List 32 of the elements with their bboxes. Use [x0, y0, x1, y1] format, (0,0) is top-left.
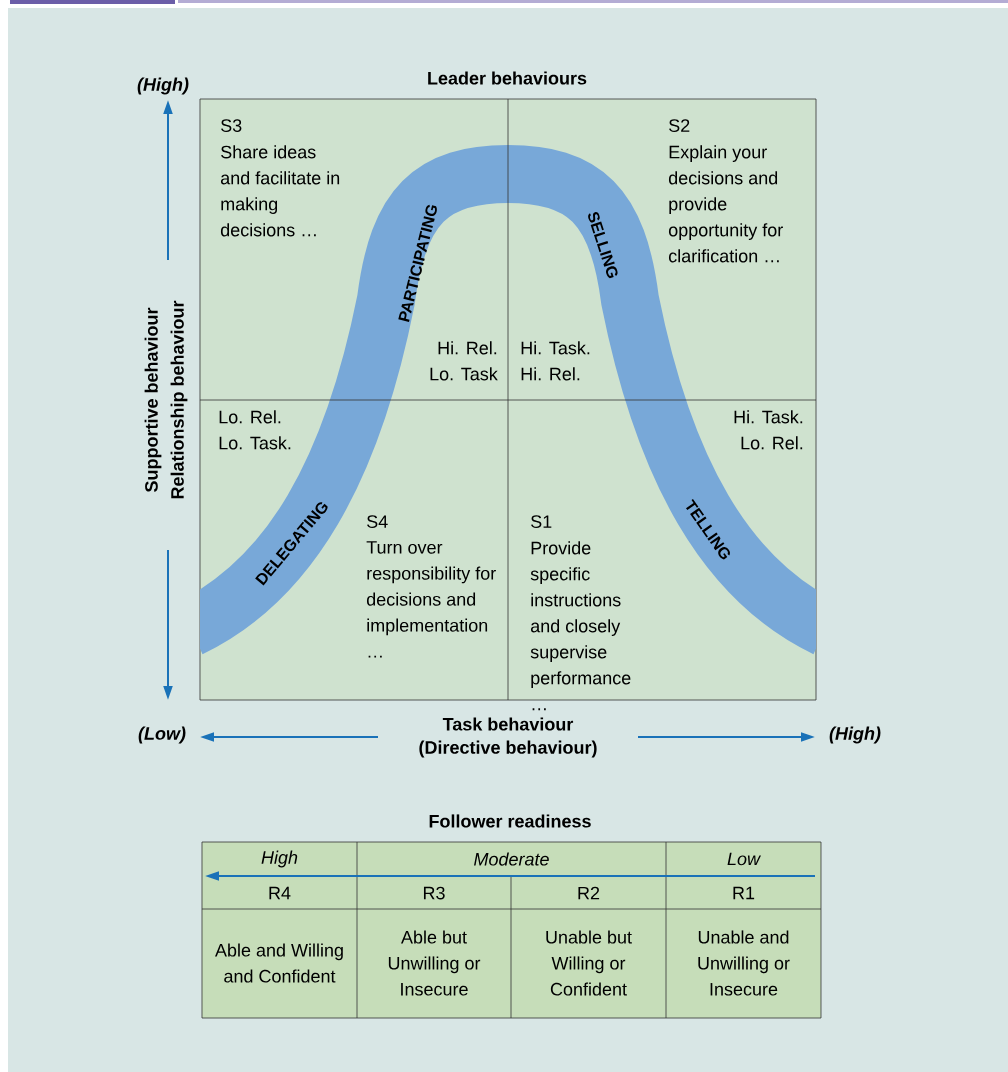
- table-cell: Able but Unwilling or Insecure: [388, 930, 481, 996]
- axis-title: Relationship behaviour: [170, 300, 188, 499]
- table-title: Follower readiness: [429, 814, 591, 828]
- table-cell: R1: [733, 886, 755, 900]
- axis-end-label: (High): [829, 726, 881, 744]
- table-cell: R3: [423, 886, 445, 900]
- style-code: S2: [669, 119, 690, 132]
- table-cell: Unable and Unwilling or Insecure: [698, 930, 790, 996]
- table-cell: R2: [578, 886, 600, 900]
- axis-end-label: (High): [137, 77, 189, 95]
- quadrant-label: Hi. Rel. Lo. Task: [430, 341, 498, 381]
- quadrant-label: Lo. Rel. Lo. Task.: [219, 410, 291, 450]
- axis-end-label: (Low): [138, 726, 186, 744]
- chart-title: Leader behaviours: [428, 71, 587, 85]
- axis-title: (Directive behaviour): [419, 740, 597, 758]
- table-cell: Low: [727, 852, 761, 866]
- style-description: Provide specific instructions and closely supervise performance …: [530, 541, 631, 711]
- style-code: S3: [221, 119, 242, 132]
- style-code: S4: [367, 515, 388, 528]
- table-cell: R4: [269, 886, 291, 900]
- quadrant-label: Hi. Task. Lo. Rel.: [734, 410, 803, 450]
- style-description: Share ideas and facilitate in making decisions …: [220, 145, 340, 237]
- style-code: S1: [531, 515, 552, 528]
- quadrant-label: Hi. Task. Hi. Rel.: [521, 341, 590, 381]
- axis-title: Supportive behaviour: [144, 307, 162, 492]
- table-cell: Unable but Willing or Confident: [546, 930, 632, 996]
- table-cell: High: [261, 850, 298, 868]
- style-description: Turn over responsibility for decisions and implementation …: [366, 541, 496, 658]
- table-cell: Able and Willing and Confident: [215, 943, 343, 983]
- table-cell: Moderate: [474, 852, 549, 866]
- style-description: Explain your decisions and provide opportunity for clarification …: [668, 145, 783, 263]
- axis-title: Task behaviour: [442, 717, 574, 731]
